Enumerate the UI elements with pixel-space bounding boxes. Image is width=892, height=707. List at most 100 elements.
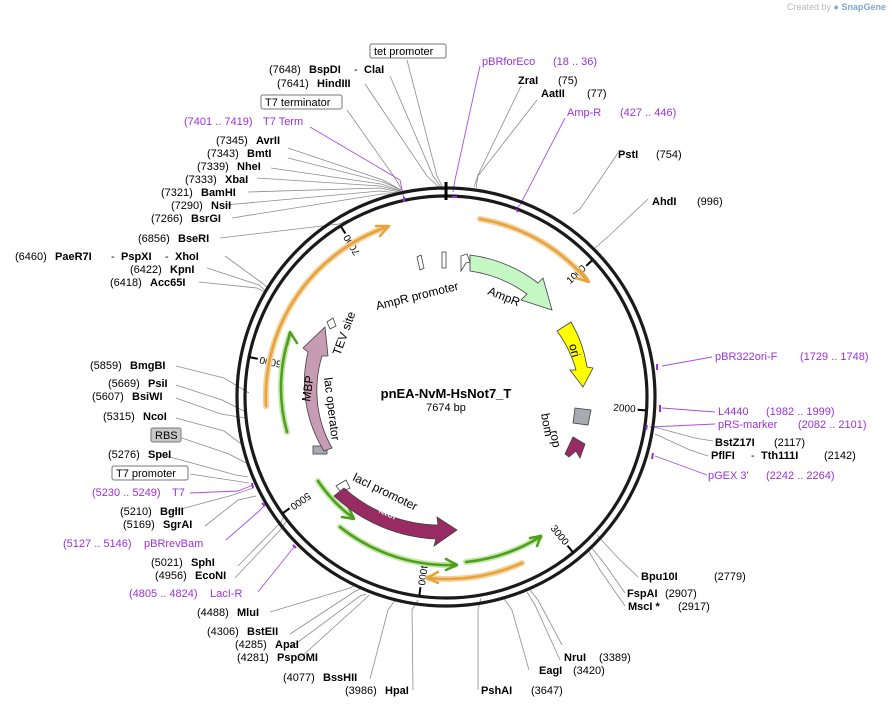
plasmid-name: pnEA-NvM-HsNot7_T bbox=[381, 386, 512, 401]
ori-arrow bbox=[556, 321, 594, 388]
ampr-promoter-shape bbox=[460, 253, 471, 273]
green-arc-bottom-3 bbox=[463, 534, 543, 565]
site-msci-name: MscI * bbox=[628, 601, 661, 613]
site-bsrgi-name: BsrGI bbox=[191, 213, 221, 225]
primer-laci-r-pos: (4805 .. 4824) bbox=[129, 588, 198, 600]
site-bmti-name: BmtI bbox=[247, 148, 271, 160]
tick-mark-2000 bbox=[637, 408, 646, 412]
site-bsrgi-pos: (7266) bbox=[151, 213, 183, 225]
site-bamhi-pos: (7321) bbox=[161, 187, 193, 199]
site-ahdi-pos: (996) bbox=[697, 196, 723, 208]
box-tet-promoter: tet promoter bbox=[374, 46, 434, 58]
site-sgrai-name: SgrAI bbox=[163, 519, 192, 531]
label-ampr-promoter: AmpR promoter bbox=[374, 279, 460, 313]
leader-lines bbox=[165, 59, 714, 691]
site-pspomi-pos: (4281) bbox=[237, 652, 269, 664]
primer-l4440-name: L4440 bbox=[718, 406, 749, 418]
site-bsteii-name: BstEII bbox=[247, 626, 278, 638]
primer-marks bbox=[251, 196, 661, 549]
tick-mark-5000 bbox=[282, 507, 291, 514]
rop-arrow bbox=[564, 436, 586, 459]
site-spei-name: SpeI bbox=[148, 449, 171, 461]
site-bglii-name: BglII bbox=[160, 506, 184, 518]
label-mbp: MBP bbox=[299, 375, 316, 403]
site-bstz17i-pos: (2117) bbox=[774, 437, 805, 449]
site-bspdi-name: BspDI bbox=[309, 64, 341, 76]
site-hpai-pos: (3986) bbox=[345, 685, 377, 697]
site-pshai-name: PshAI bbox=[481, 685, 512, 697]
site-bspdi-pos: (7648) bbox=[269, 64, 301, 76]
box-t7-promoter: T7 promoter bbox=[116, 468, 176, 480]
primer-ampr-pos: (427 .. 446) bbox=[620, 107, 676, 119]
site-labels: (7648) BspDI - ClaI (7641) HindIII (7345… bbox=[15, 64, 856, 697]
ampr-arrow bbox=[469, 254, 553, 311]
site-bsiwi-name: BsiWI bbox=[132, 391, 163, 403]
site-nrui-name: NruI bbox=[564, 652, 586, 664]
site-nhei-name: NheI bbox=[237, 161, 261, 173]
site-pflfi-pos: (2142) bbox=[824, 450, 856, 462]
site-psii-name: PsiI bbox=[148, 378, 168, 390]
watermark-prefix: Created by bbox=[786, 2, 832, 12]
site-bpu10i-pos: (2779) bbox=[714, 571, 746, 583]
site-bstz17i-name: BstZ17I bbox=[715, 437, 755, 449]
primer-prs-name: pRS-marker bbox=[718, 419, 778, 431]
site-bsteii-pos: (4306) bbox=[207, 626, 239, 638]
label-bom: bom bbox=[538, 412, 556, 437]
primer-pbr322ori-pos: (1729 .. 1748) bbox=[800, 351, 869, 363]
site-xhoi-name: XhoI bbox=[175, 251, 199, 263]
site-clai-name: ClaI bbox=[364, 64, 384, 76]
site-zrai-pos: (75) bbox=[558, 75, 578, 87]
site-separator-3: - bbox=[165, 251, 169, 263]
boxed-labels: tet promoter T7 terminator RBS T7 promot… bbox=[111, 43, 447, 481]
site-nsii-pos: (7290) bbox=[171, 200, 203, 212]
primer-prs-pos: (2082 .. 2101) bbox=[798, 419, 867, 431]
primer-t7term-name: T7 Term bbox=[263, 116, 303, 128]
site-pspxi-name: PspXI bbox=[121, 251, 152, 263]
site-eagi-name: EagI bbox=[539, 665, 562, 677]
primer-laci-r-name: LacI-R bbox=[210, 588, 242, 600]
site-acc65i-name: Acc65I bbox=[150, 277, 185, 289]
primer-t7-pos: (5230 .. 5249) bbox=[92, 487, 161, 499]
primer-labels: pBRforEco (18 .. 36) Amp-R (427 .. 446) … bbox=[63, 56, 869, 600]
site-pshai-pos: (3647) bbox=[531, 685, 563, 697]
site-avrii-name: AvrII bbox=[256, 135, 280, 147]
site-bamhi-name: BamHI bbox=[201, 187, 236, 199]
site-xbai-pos: (7333) bbox=[185, 174, 217, 186]
site-psii-pos: (5669) bbox=[108, 378, 140, 390]
tick-label-4000: 4000 bbox=[415, 563, 429, 587]
watermark-brand: SnapGene bbox=[841, 2, 886, 12]
site-bmti-pos: (7343) bbox=[207, 148, 239, 160]
site-hindiii-name: HindIII bbox=[317, 78, 351, 90]
site-bglii-pos: (5210) bbox=[120, 506, 152, 518]
site-bsshii-pos: (4077) bbox=[283, 672, 315, 684]
site-ncoi-name: NcoI bbox=[143, 411, 167, 423]
site-bmgbi-pos: (5859) bbox=[90, 360, 122, 372]
primer-l4440-pos: (1982 .. 1999) bbox=[766, 406, 835, 418]
primer-t7term-pos: (7401 .. 7419) bbox=[184, 116, 253, 128]
site-bseri-name: BseRI bbox=[178, 233, 209, 245]
site-mlui-name: MluI bbox=[237, 607, 259, 619]
site-bmgbi-name: BmgBI bbox=[130, 360, 165, 372]
plasmid-length: 7674 bp bbox=[426, 402, 466, 414]
tick-mark-7000 bbox=[340, 226, 347, 235]
site-avrii-pos: (7345) bbox=[216, 135, 248, 147]
primer-pgex-name: pGEX 3' bbox=[708, 470, 749, 482]
label-rop: rop bbox=[547, 429, 564, 449]
site-paer7i-name: PaeR7I bbox=[55, 251, 92, 263]
site-nrui-pos: (3389) bbox=[599, 652, 631, 664]
laci-promoter-shape bbox=[335, 479, 351, 493]
primer-pbr322ori-name: pBR322ori-F bbox=[715, 351, 778, 363]
site-psti-pos: (754) bbox=[656, 149, 682, 161]
site-fspai-pos: (2907) bbox=[665, 588, 697, 600]
label-ori: ori bbox=[566, 342, 583, 359]
site-bpu10i-name: Bpu10I bbox=[641, 571, 678, 583]
site-psti-name: PstI bbox=[618, 149, 638, 161]
box-t7-terminator: T7 terminator bbox=[265, 97, 331, 109]
site-pspomi-name: PspOMI bbox=[277, 652, 318, 664]
tick-mark-4000 bbox=[418, 587, 422, 596]
site-paer7i-pos: (6460) bbox=[15, 251, 47, 263]
site-pflfi-name: PflFI bbox=[711, 450, 735, 462]
site-separator-2: - bbox=[111, 251, 115, 263]
primer-pbrforeco-pos: (18 .. 36) bbox=[553, 56, 597, 68]
site-xbai-name: XbaI bbox=[225, 174, 248, 186]
